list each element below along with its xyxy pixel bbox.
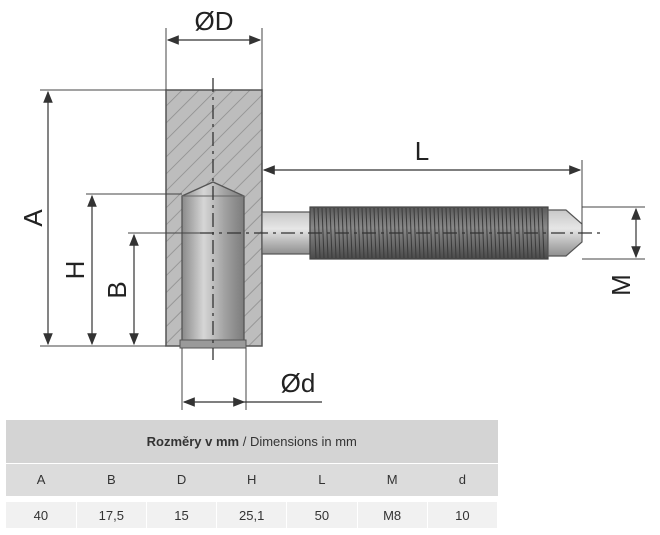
thread-groove bbox=[329, 207, 333, 259]
thread-groove bbox=[429, 207, 433, 259]
thread-groove bbox=[321, 207, 325, 259]
thread-groove bbox=[385, 207, 389, 259]
table-spacer bbox=[6, 495, 498, 503]
header-cell: d bbox=[427, 462, 498, 496]
label-height: H bbox=[60, 261, 90, 280]
thread-groove bbox=[465, 207, 469, 259]
label-depth: B bbox=[102, 281, 132, 298]
table-caption: Rozměry v mm / Dimensions in mm bbox=[6, 420, 498, 464]
value-cell: 10 bbox=[427, 502, 499, 528]
header-cell: M bbox=[357, 462, 428, 496]
label-length: L bbox=[415, 136, 429, 166]
thread-groove bbox=[537, 207, 541, 259]
table-header-row: A B D H L M d bbox=[6, 462, 498, 496]
header-cell: L bbox=[286, 462, 358, 496]
label-overall-height: A bbox=[18, 209, 48, 227]
table-caption-rest: / Dimensions in mm bbox=[239, 433, 357, 449]
thread-groove bbox=[357, 207, 361, 259]
label-thread: M bbox=[606, 274, 636, 296]
header-cell: D bbox=[146, 462, 217, 496]
label-outer-diameter: ØD bbox=[195, 6, 234, 36]
thread-groove bbox=[349, 207, 353, 259]
thread-groove bbox=[413, 207, 417, 259]
hinge-pin bbox=[179, 181, 247, 349]
table-caption-bold: Rozměry v mm bbox=[146, 433, 240, 449]
thread-groove bbox=[513, 207, 517, 259]
thread-groove bbox=[405, 207, 409, 259]
value-cell: 40 bbox=[6, 502, 77, 528]
value-cell: 17,5 bbox=[76, 502, 147, 528]
header-cell: B bbox=[76, 462, 147, 496]
header-cell: H bbox=[216, 462, 287, 496]
value-cell: 25,1 bbox=[216, 502, 288, 528]
table-row: 40 17,5 15 25,1 50 M8 10 bbox=[6, 502, 499, 528]
extension-lines bbox=[40, 28, 645, 410]
thread-groove bbox=[485, 207, 489, 259]
value-cell: 15 bbox=[146, 502, 218, 528]
dimensions-table: Rozměry v mm / Dimensions in mm A B D H … bbox=[6, 420, 499, 528]
thread-groove bbox=[457, 207, 461, 259]
technical-drawing: ØD L Ød A H B M bbox=[18, 6, 645, 410]
thread-groove bbox=[521, 207, 525, 259]
header-cell: A bbox=[6, 462, 77, 496]
thread-groove bbox=[377, 207, 381, 259]
table-caption-row: Rozměry v mm / Dimensions in mm bbox=[6, 420, 498, 464]
label-inner-diameter: Ød bbox=[281, 368, 316, 398]
center-lines bbox=[200, 78, 600, 360]
thread-groove bbox=[437, 207, 441, 259]
dimension-lines bbox=[43, 35, 641, 407]
value-cell: 50 bbox=[286, 502, 358, 528]
value-cell: M8 bbox=[357, 502, 428, 528]
thread-groove bbox=[493, 207, 497, 259]
